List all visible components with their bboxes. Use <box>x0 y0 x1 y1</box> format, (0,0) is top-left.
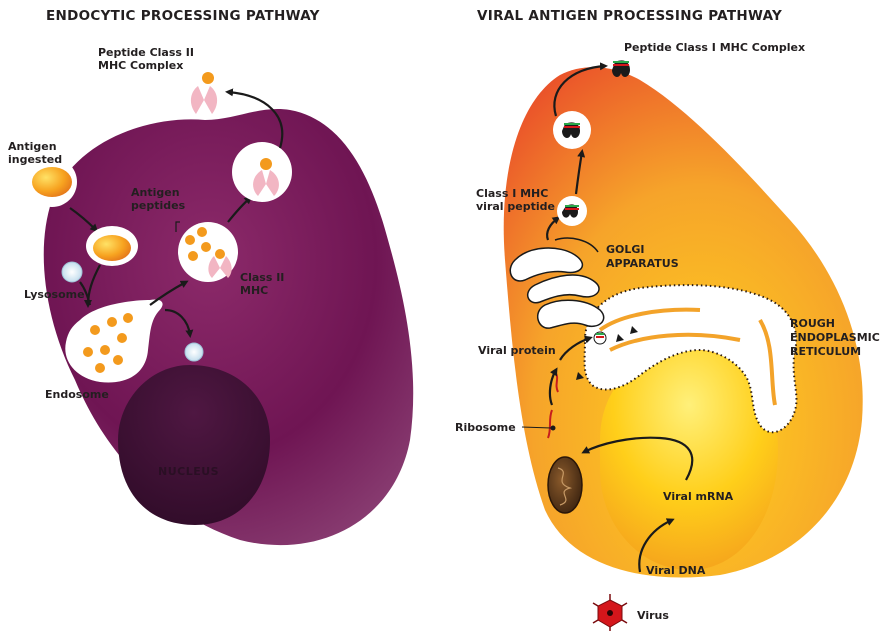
rer-label-2: ENDOPLASMIC <box>790 331 880 344</box>
virus-icon <box>593 594 627 631</box>
endocytic-title: ENDOCYTIC PROCESSING PATHWAY <box>46 8 320 24</box>
class-i-mhc-label-1: Class I MHC <box>476 187 548 200</box>
surface-class-ii-complex <box>191 72 217 114</box>
phagosome-antigen <box>93 235 131 261</box>
viral-panel: VIRAL ANTIGEN PROCESSING PATHWAY GOLGI A… <box>455 8 880 631</box>
antigen-peptides-label-1: Antigen <box>131 186 180 199</box>
antigen-ingested-label-1: Antigen <box>8 140 57 153</box>
class-ii-mhc-label-1: Class II <box>240 271 284 284</box>
viral-mrna-label: Viral mRNA <box>663 490 734 503</box>
viral-protein-label: Viral protein <box>478 344 556 357</box>
class-i-mhc-label-2: viral peptide <box>476 200 555 213</box>
ribosome-dot <box>551 426 556 431</box>
antigen-peptides-label-2: peptides <box>131 199 186 212</box>
endocytic-panel: ENDOCYTIC PROCESSING PATHWAY NUCLEUS Ant… <box>8 8 413 545</box>
viral-dna-label: Viral DNA <box>646 564 706 577</box>
rer-label-1: ROUGH <box>790 317 835 330</box>
nucleus <box>118 365 270 525</box>
golgi-label-1: GOLGI <box>606 243 645 256</box>
viral-title: VIRAL ANTIGEN PROCESSING PATHWAY <box>477 8 782 24</box>
lysosome-label: Lysosome <box>24 288 85 301</box>
endosome-label: Endosome <box>45 388 109 401</box>
nucleus-label: NUCLEUS <box>158 465 219 478</box>
virus-label: Virus <box>637 609 669 622</box>
class-ii-mhc-label-2: MHC <box>240 284 268 297</box>
ribosome-label: Ribosome <box>455 421 516 434</box>
recycled-lysosome <box>185 343 203 361</box>
lysosome <box>62 262 82 282</box>
rer-label-3: RETICULUM <box>790 345 861 358</box>
antigen-particle <box>32 167 72 197</box>
golgi-label-2: APPARATUS <box>606 257 679 270</box>
peptide-class-ii-label-1: Peptide Class II <box>98 46 194 59</box>
peptide-class-ii-label-2: MHC Complex <box>98 59 183 72</box>
antigen-ingested-label-2: ingested <box>8 153 62 166</box>
peptide-class-i-label: Peptide Class I MHC Complex <box>624 41 805 54</box>
